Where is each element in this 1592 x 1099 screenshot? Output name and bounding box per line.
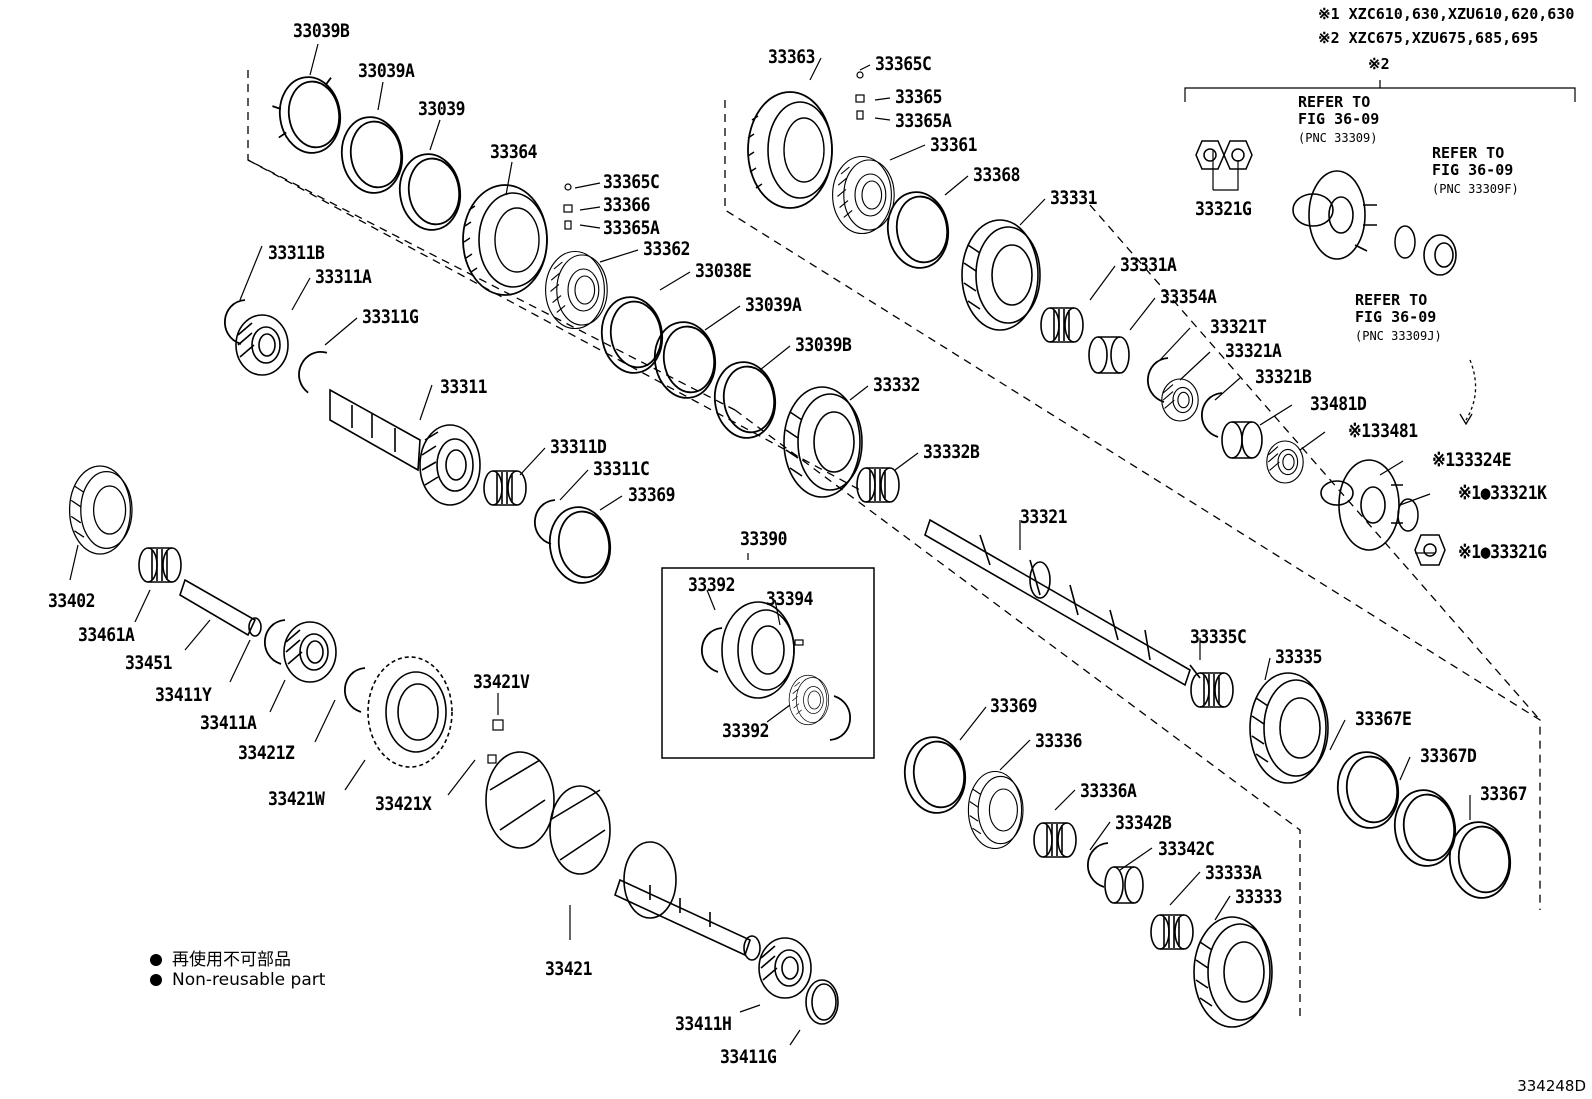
- part-label[interactable]: 33411H: [675, 1013, 732, 1035]
- part-label[interactable]: 33392: [722, 720, 770, 742]
- part-label[interactable]: 33367D: [1420, 745, 1477, 767]
- part-label[interactable]: 33311B: [268, 242, 325, 264]
- part-label[interactable]: 33321B: [1255, 366, 1312, 388]
- part-label[interactable]: 33335C: [1190, 626, 1247, 648]
- bracket-mark: ※2: [1368, 55, 1390, 73]
- legend-en: Non-reusable part: [150, 970, 325, 990]
- part-label[interactable]: 33392: [688, 574, 736, 596]
- part-label[interactable]: 33039B: [795, 334, 852, 356]
- part-label[interactable]: 33311: [440, 376, 488, 398]
- part-label[interactable]: 33365: [895, 86, 943, 108]
- part-label[interactable]: ※1●33321G: [1458, 541, 1547, 563]
- part-label[interactable]: 33336A: [1080, 780, 1137, 802]
- part-label[interactable]: 33481D: [1310, 393, 1367, 415]
- part-label[interactable]: 33342C: [1158, 838, 1215, 860]
- part-label[interactable]: 33394: [766, 588, 814, 610]
- main-shaft: [924, 518, 1201, 687]
- part-label[interactable]: 33461A: [78, 624, 135, 646]
- part-label[interactable]: 33366: [603, 194, 651, 216]
- part-label[interactable]: 33331A: [1120, 254, 1177, 276]
- part-label[interactable]: 33362: [643, 238, 691, 260]
- variant-bracket: [1184, 80, 1576, 102]
- part-label[interactable]: 33321T: [1210, 316, 1267, 338]
- part-label[interactable]: 33365A: [603, 217, 660, 239]
- part-label[interactable]: 33365C: [875, 53, 932, 75]
- part-label[interactable]: 33332: [873, 374, 921, 396]
- variant-note-2: ※2 XZC675,XZU675,685,695: [1318, 29, 1539, 47]
- part-label[interactable]: 33321A: [1225, 340, 1282, 362]
- part-label[interactable]: 33342B: [1115, 812, 1172, 834]
- part-label[interactable]: ※133481: [1348, 420, 1418, 442]
- part-label[interactable]: 33365A: [895, 110, 952, 132]
- part-label[interactable]: 33421W: [268, 788, 325, 810]
- part-label[interactable]: 33039: [418, 98, 466, 120]
- leader-lines: [69, 43, 1471, 1046]
- variant-note-1: ※1 XZC610,630,XZU610,620,630: [1318, 5, 1575, 23]
- part-label[interactable]: 33367: [1480, 783, 1528, 805]
- part-label[interactable]: 33311C: [593, 458, 650, 480]
- part-label[interactable]: 33368: [973, 164, 1021, 186]
- part-label[interactable]: 33311G: [362, 306, 419, 328]
- dashed-guide-lines: [247, 70, 1541, 1020]
- part-label[interactable]: 33311D: [550, 436, 607, 458]
- part-label[interactable]: 33411Y: [155, 684, 212, 706]
- part-label[interactable]: 33369: [628, 484, 676, 506]
- part-label[interactable]: 33367E: [1355, 708, 1412, 730]
- counter-shaft-group: [68, 465, 839, 1025]
- part-label[interactable]: ※133324E: [1432, 449, 1512, 471]
- part-label[interactable]: 33363: [768, 46, 816, 68]
- part-label[interactable]: 33321: [1020, 506, 1068, 528]
- part-label[interactable]: 33321G: [1195, 198, 1252, 220]
- part-label[interactable]: 33411G: [720, 1046, 777, 1068]
- part-label[interactable]: 33451: [125, 652, 173, 674]
- part-label[interactable]: 33039A: [358, 60, 415, 82]
- part-label[interactable]: ※1●33321K: [1458, 482, 1547, 504]
- part-label[interactable]: 33411A: [200, 712, 257, 734]
- part-label[interactable]: 33336: [1035, 730, 1083, 752]
- part-label[interactable]: 33039B: [293, 20, 350, 42]
- input-shaft-group: [223, 299, 616, 588]
- sync-assembly-box: [661, 567, 875, 759]
- part-label[interactable]: 33311A: [315, 266, 372, 288]
- upper-right-row-parts: [747, 71, 1477, 566]
- bullet-dot-icon: [150, 954, 162, 966]
- legend-jp: 再使用不可部品: [150, 945, 291, 970]
- part-label[interactable]: 33333A: [1205, 862, 1262, 884]
- part-label[interactable]: 33354A: [1160, 286, 1217, 308]
- part-label[interactable]: 33331: [1050, 187, 1098, 209]
- part-label[interactable]: 33364: [490, 141, 538, 163]
- bullet-dot-icon: [150, 974, 162, 986]
- part-label[interactable]: 33335: [1275, 646, 1323, 668]
- lower-right-row-parts: [899, 672, 1516, 1028]
- part-label[interactable]: 33333: [1235, 886, 1283, 908]
- part-label[interactable]: 33390: [740, 528, 788, 550]
- part-label[interactable]: 33038E: [695, 260, 752, 282]
- part-label[interactable]: 33421V: [473, 671, 530, 693]
- part-label[interactable]: 33365C: [603, 171, 660, 193]
- part-label[interactable]: 33369: [990, 695, 1038, 717]
- upper-left-row-parts: [272, 72, 900, 503]
- part-label[interactable]: 33421X: [375, 793, 432, 815]
- part-label[interactable]: 33421: [545, 958, 593, 980]
- part-label[interactable]: 33402: [48, 590, 96, 612]
- figure-id: 334248D: [1517, 1077, 1586, 1095]
- part-label[interactable]: 33332B: [923, 441, 980, 463]
- part-label[interactable]: 33421Z: [238, 742, 295, 764]
- part-label[interactable]: 33361: [930, 134, 978, 156]
- part-label[interactable]: 33039A: [745, 294, 802, 316]
